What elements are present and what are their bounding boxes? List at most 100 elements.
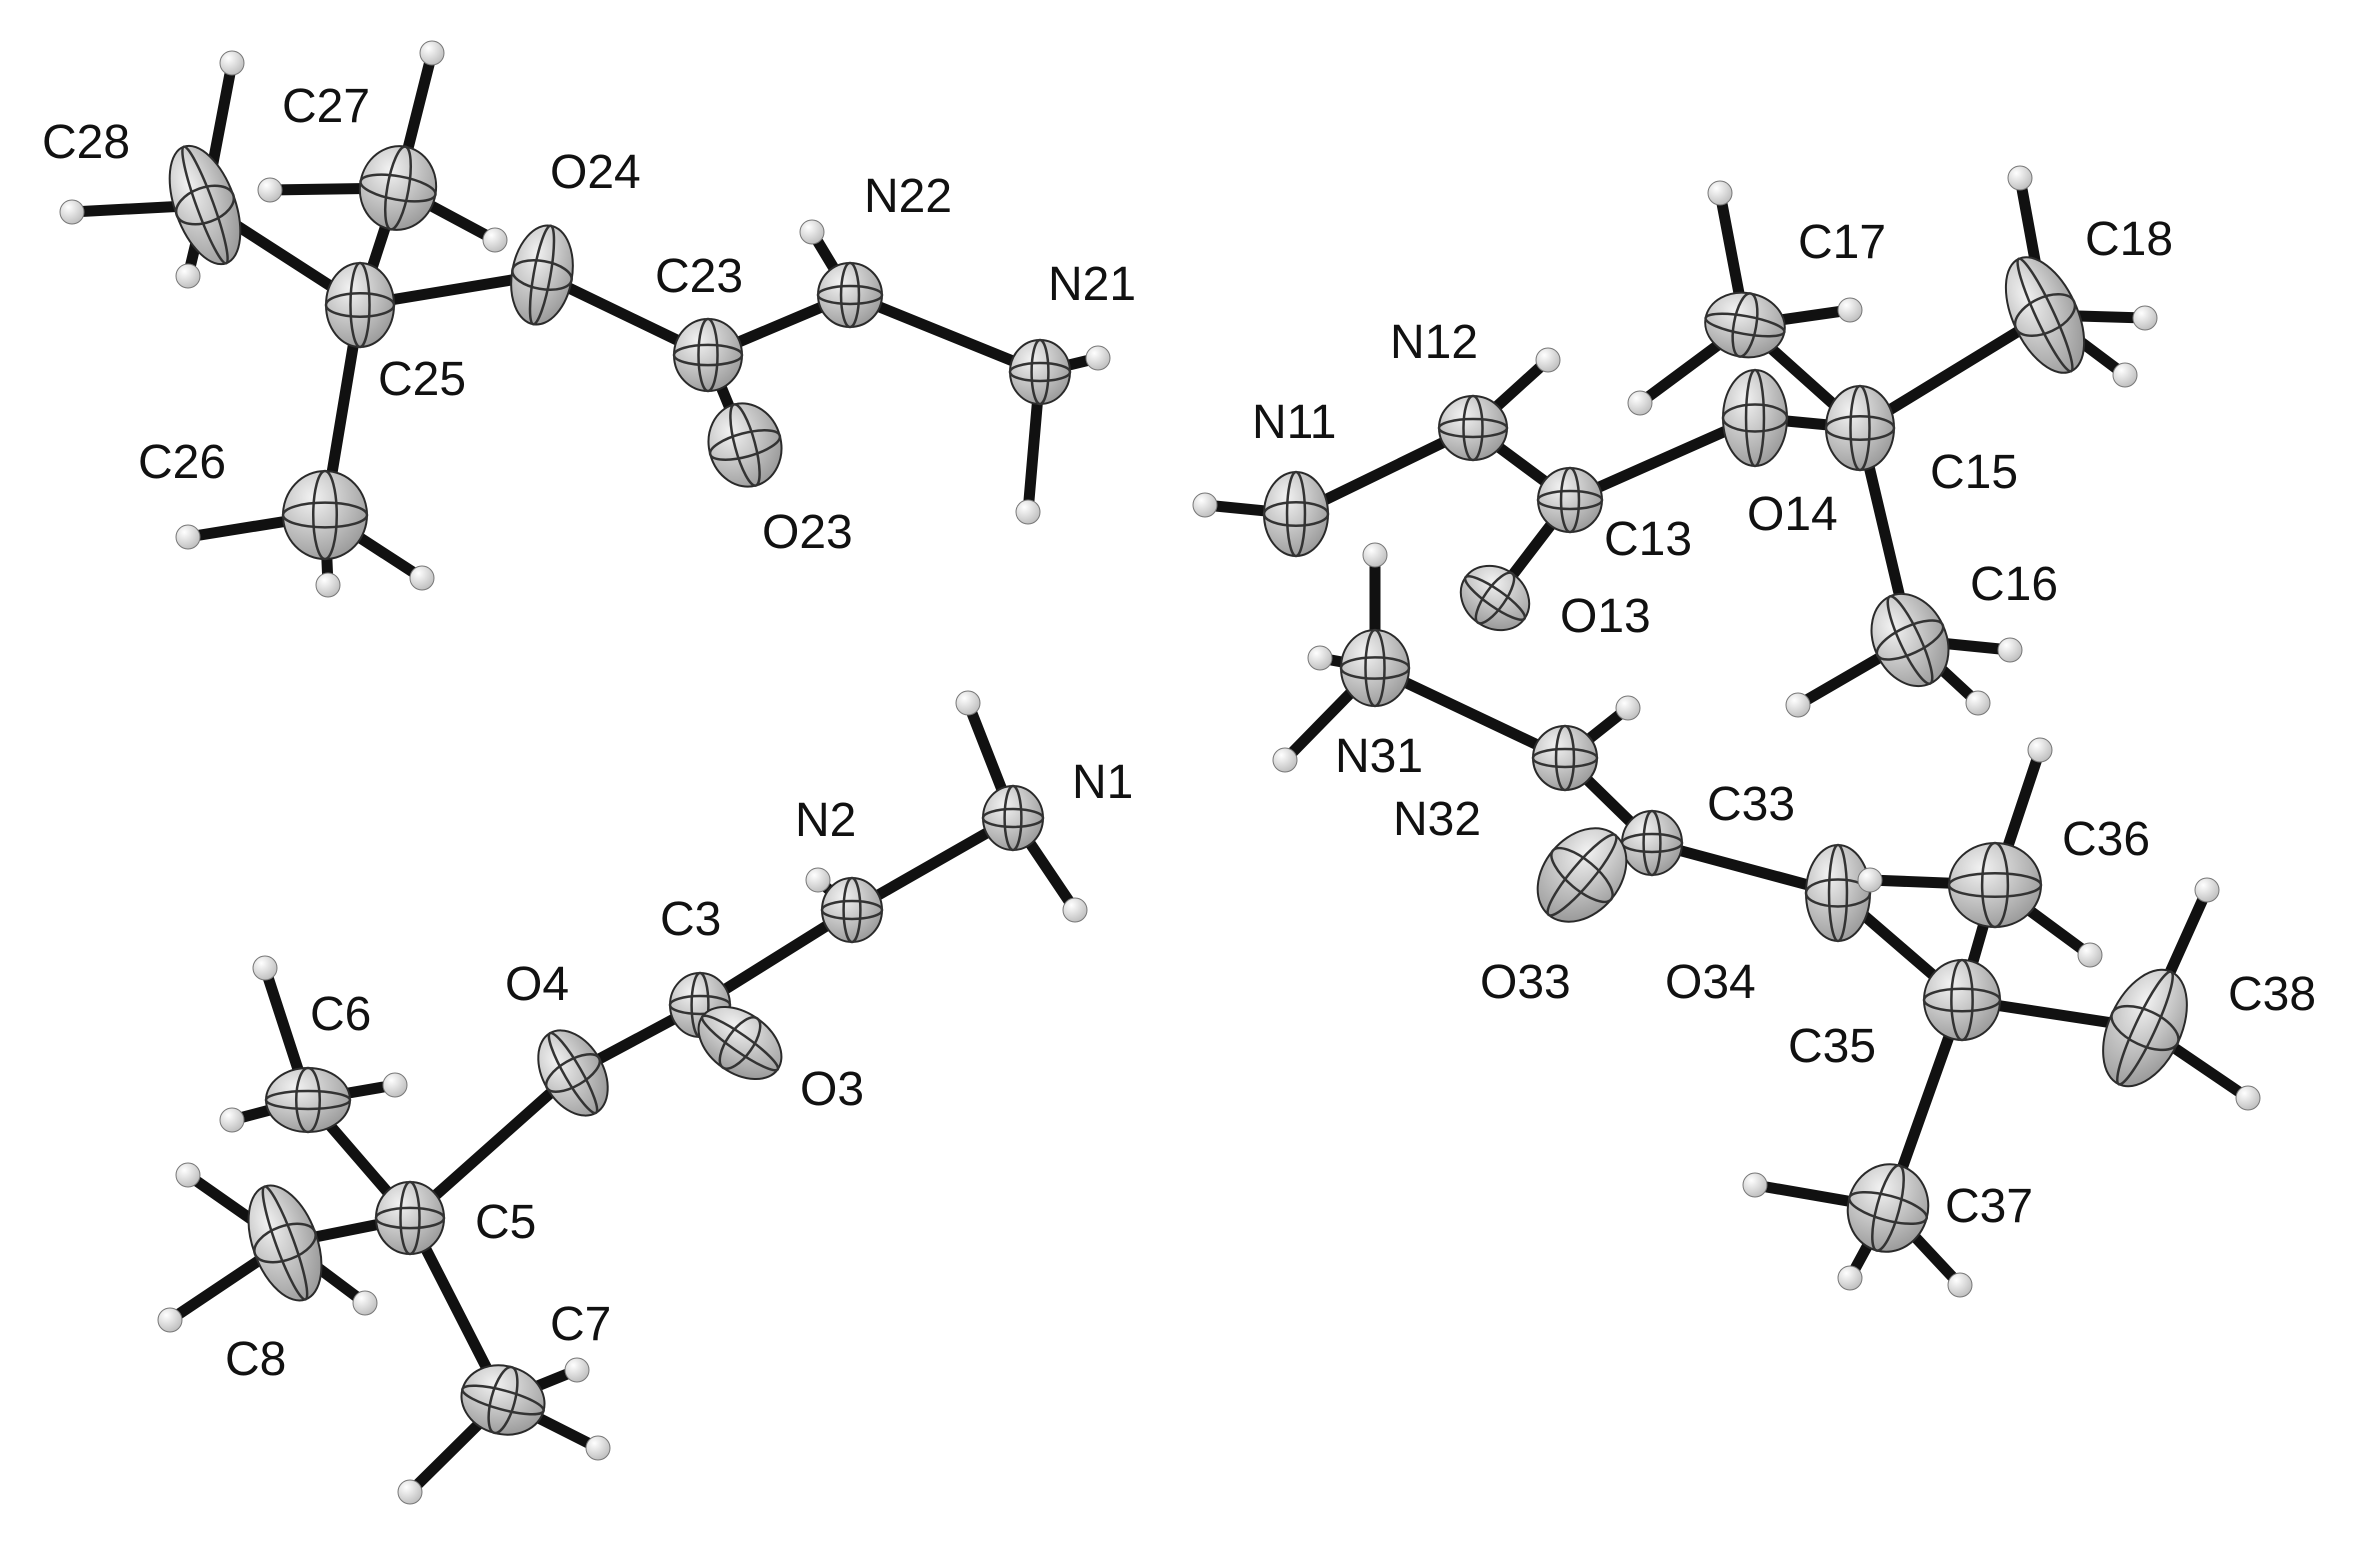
atom-c33: [1620, 809, 1684, 877]
hydrogen-atom-h37a: [1742, 1172, 1768, 1198]
hydrogen-atom-h18b: [2132, 305, 2158, 331]
atom-ellipsoid-c35: [1923, 959, 2001, 1041]
bond-o4-c5: [404, 1067, 579, 1224]
atom-axis-o33: [1550, 846, 1614, 904]
atom-axis-c26: [311, 469, 339, 561]
hydrogen-atom-h2: [805, 867, 831, 893]
atom-ellipsoid-c33: [1621, 810, 1683, 876]
atom-axis-n11: [1262, 500, 1330, 528]
atom-axis-n2: [842, 876, 862, 944]
atom-c35: [1922, 958, 2002, 1042]
hydrogen-atom-h1b: [1062, 897, 1088, 923]
atom-layer: [59, 40, 2261, 1505]
atom-axis-o23: [708, 429, 782, 461]
atom-ellipsoid-c38: [2102, 968, 2188, 1088]
atom-axis-c6: [264, 1089, 352, 1111]
atom-c27: [358, 145, 438, 231]
atom-axis-c5: [399, 1180, 421, 1256]
atom-label-o4: O4: [505, 958, 569, 1011]
atom-axis-c38: [2110, 1004, 2180, 1052]
atom-ellipsoid-c13: [1537, 467, 1603, 533]
atom-c7: [460, 1364, 546, 1436]
atom-label-n22: N22: [864, 170, 952, 223]
atom-n22: [816, 261, 884, 329]
atom-ellipsoid-c23: [673, 318, 743, 392]
atom-label-c5: C5: [475, 1196, 536, 1249]
atom-label-c33: C33: [1707, 778, 1795, 831]
atom-axis-c7: [461, 1384, 545, 1416]
atom-axis-o4: [547, 1031, 599, 1115]
atom-label-n31: N31: [1335, 730, 1423, 783]
atom-o24: [510, 224, 574, 326]
atom-axis-c36: [1947, 871, 2043, 899]
hydrogen-atom-h17b: [1837, 297, 1863, 323]
atom-label-c13: C13: [1604, 513, 1692, 566]
atom-c23: [672, 317, 744, 393]
atom-axis-c38: [2116, 970, 2174, 1086]
hydrogen-atom-h18c: [2112, 362, 2138, 388]
atom-ellipsoid-o34: [1805, 844, 1871, 942]
hydrogen-atom-h17a: [1707, 180, 1733, 206]
atom-axis-c25: [349, 261, 371, 349]
atom-axis-n1: [981, 807, 1045, 829]
atom-axis-o13: [1463, 574, 1527, 622]
atom-ellipsoid-n12: [1438, 395, 1508, 461]
hydrogen-atom-h37b: [1837, 1265, 1863, 1291]
atom-axis-c23: [672, 343, 744, 367]
atom-n1: [981, 784, 1045, 852]
atom-label-n1: N1: [1072, 756, 1133, 809]
hydrogen-atom-h36a: [2027, 737, 2053, 763]
atom-c18: [2004, 256, 2086, 374]
atom-axis-c7: [487, 1365, 519, 1435]
atom-ellipsoid-o23: [707, 402, 783, 488]
atom-axis-n32: [1531, 747, 1599, 769]
atom-axis-c8: [253, 1222, 317, 1264]
hydrogen-atom-h17c: [1627, 390, 1653, 416]
atom-axis-c16: [1875, 619, 1945, 661]
atom-axis-o34: [1804, 878, 1872, 908]
hydrogen-atom-h36b: [2077, 942, 2103, 968]
atom-axis-c6: [294, 1066, 322, 1134]
atom-axis-o14: [1744, 368, 1766, 468]
hydrogen-atom-h26a: [175, 524, 201, 550]
atom-axis-c23: [697, 317, 719, 393]
hydrogen-atom-h7a: [397, 1479, 423, 1505]
atom-label-c38: C38: [2228, 968, 2316, 1021]
hydrogen-atom-h38b: [2235, 1085, 2261, 1111]
atom-axis-c28: [174, 184, 236, 226]
atom-n2: [820, 876, 884, 944]
hydrogen-atom-h16a: [1785, 692, 1811, 718]
atom-ellipsoid-c36: [1948, 842, 2042, 928]
atom-o3: [697, 1005, 783, 1081]
atom-axis-o23: [729, 403, 761, 487]
atom-ellipsoid-c8: [247, 1184, 323, 1302]
atom-axis-c36: [1980, 841, 2010, 929]
atom-label-c27: C27: [282, 80, 370, 133]
atom-axis-o24: [511, 259, 573, 291]
atom-axis-n32: [1554, 724, 1576, 792]
atom-axis-n12: [1462, 394, 1484, 462]
atom-axis-c37: [1871, 1164, 1905, 1252]
atom-n32: [1531, 724, 1599, 792]
hydrogen-atom-h18a: [2007, 165, 2033, 191]
atom-label-n2: N2: [795, 794, 856, 847]
atom-label-o34: O34: [1665, 956, 1756, 1009]
hydrogen-atom-h21b: [1015, 499, 1041, 525]
atom-axis-n31: [1339, 656, 1411, 680]
atom-label-o14: O14: [1747, 488, 1838, 541]
hydrogen-atom-h28c: [175, 263, 201, 289]
atom-label-n11: N11: [1252, 396, 1337, 449]
atom-n11: [1262, 470, 1330, 558]
hydrogen-atom-h38a: [2194, 877, 2220, 903]
atom-axis-o3: [718, 1016, 762, 1070]
atom-label-c8: C8: [225, 1333, 286, 1386]
atom-c37: [1846, 1163, 1930, 1253]
atom-axis-n21: [1008, 361, 1072, 383]
atom-ellipsoid-c26: [282, 470, 368, 560]
hydrogen-atom-h16b: [1997, 637, 2023, 663]
hydrogen-atom-h6a: [252, 955, 278, 981]
atom-ellipsoid-n22: [817, 262, 883, 328]
hydrogen-atom-h31a: [1362, 542, 1388, 568]
atom-axis-c8: [261, 1185, 309, 1301]
